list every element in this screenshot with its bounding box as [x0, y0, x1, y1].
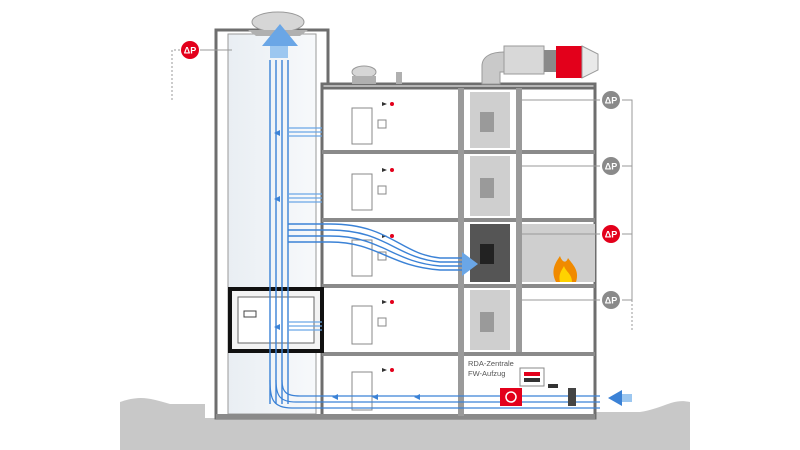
svg-text:ΔP: ΔP — [184, 46, 196, 56]
pressure-sensor-floor-3: ΔP — [602, 157, 620, 175]
airflow-fire-floor — [288, 223, 462, 271]
air-intake-icon — [608, 390, 622, 406]
airflow-arrows-ground — [332, 394, 420, 400]
airflow-vertical — [269, 60, 289, 404]
sensor-wiring — [171, 49, 633, 330]
interior-walls — [458, 88, 595, 416]
svg-text:ΔP: ΔP — [605, 296, 617, 306]
ground-base — [205, 418, 595, 450]
fan-icon — [481, 45, 599, 85]
svg-text:ΔP: ΔP — [605, 230, 617, 240]
pressure-sensor-floor-2: ΔP — [602, 225, 620, 243]
pressure-sensor-floor-4: ΔP — [602, 91, 620, 109]
ground-right — [590, 401, 690, 450]
svg-text:ΔP: ΔP — [605, 96, 617, 106]
doors — [351, 107, 387, 411]
airflow-fire-arrow — [462, 252, 478, 276]
airflow-intake — [269, 379, 600, 409]
label-rda-central: RDA-Zentrale — [468, 359, 514, 368]
pressure-sensor-roof: ΔP — [181, 41, 199, 59]
label-fw-lift: FW-Aufzug — [468, 369, 505, 378]
pressure-sensor-floor-1: ΔP — [602, 291, 620, 309]
airflow-top-arrow — [262, 24, 298, 46]
control-panel-icon — [500, 367, 576, 406]
roof-vent-icon — [248, 11, 402, 84]
svg-text:ΔP: ΔP — [605, 162, 617, 172]
ground — [120, 397, 205, 450]
fire-icon — [553, 256, 578, 282]
airflow-floors — [288, 127, 322, 331]
